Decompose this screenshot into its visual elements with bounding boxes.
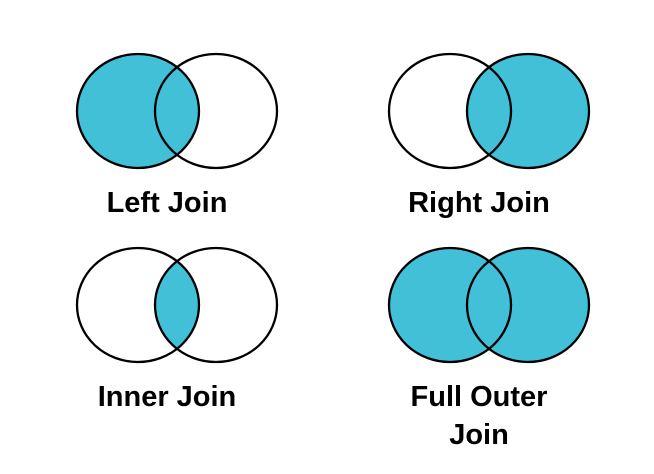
right-circle-fill [467, 54, 589, 168]
right-circle-outline [153, 52, 279, 170]
venn-right-join-icon [387, 52, 591, 170]
left-circle-outline [75, 246, 201, 364]
intersection-fill [155, 248, 199, 362]
inner-join-label: Inner Join [97, 381, 237, 413]
right-circle-outline [153, 246, 279, 364]
full-outer-join-diagram: Full Outer Join [387, 245, 591, 454]
left-circle-outline [387, 52, 513, 170]
venn-left-join-icon [75, 52, 279, 170]
inner-join-diagram: Inner Join [75, 245, 279, 416]
right-circle-outline [465, 52, 591, 170]
right-join-diagram: Right Join [387, 51, 591, 222]
full-outer-join-label: Full Outer Join [410, 381, 548, 451]
venn-full-outer-join-icon [387, 246, 591, 364]
right-circle-outline [465, 246, 591, 364]
left-circle-fill [77, 54, 199, 168]
left-join-diagram: Left Join [75, 51, 279, 222]
left-join-label: Left Join [106, 187, 228, 219]
right-join-label: Right Join [408, 187, 550, 219]
left-circle-outline [387, 246, 513, 364]
venn-inner-join-icon [75, 246, 279, 364]
left-circle-outline [75, 52, 201, 170]
right-circle-fill [467, 248, 589, 362]
